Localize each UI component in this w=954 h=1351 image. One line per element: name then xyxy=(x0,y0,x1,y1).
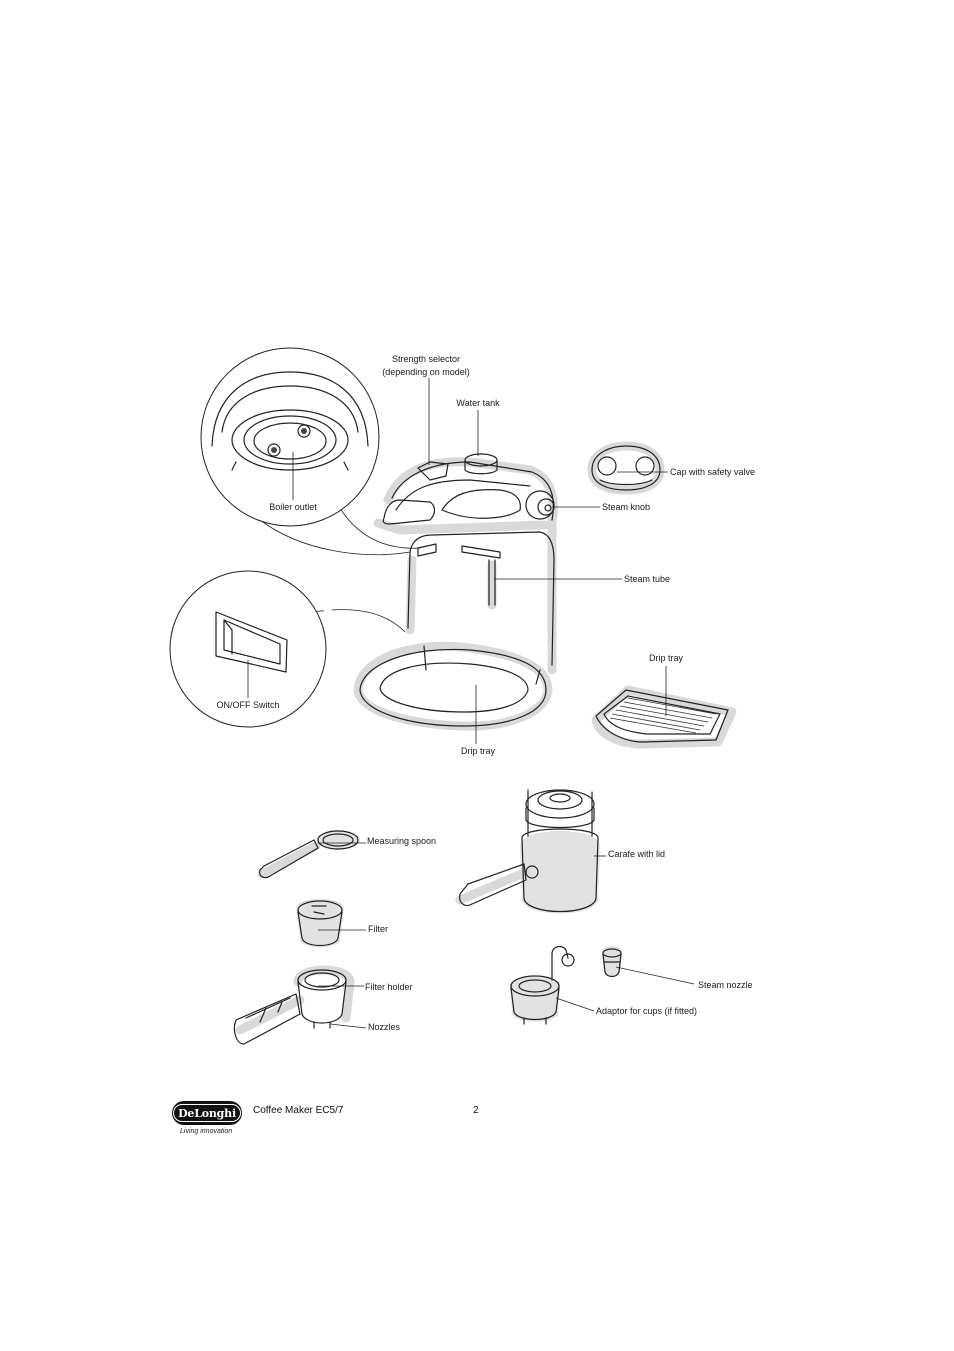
adaptor-for-cups xyxy=(510,945,575,1025)
label-strength-selector-line1: Strength selector xyxy=(392,354,460,364)
page-footer: DeLonghi Living innovation Coffee Maker … xyxy=(170,1101,790,1141)
label-adaptor-for-cups: Adaptor for cups (if fitted) xyxy=(596,1006,697,1016)
label-water-tank: Water tank xyxy=(456,398,500,408)
label-drip-tray-detail: Drip tray xyxy=(649,653,684,663)
boiler-outlet-callout xyxy=(200,347,421,556)
leader-lines xyxy=(247,378,695,1029)
label-carafe-with-lid: Carafe with lid xyxy=(608,849,665,859)
drip-tray-detail xyxy=(591,685,737,749)
label-drip-tray-main: Drip tray xyxy=(461,746,496,756)
label-filter: Filter xyxy=(368,924,388,934)
label-nozzles: Nozzles xyxy=(368,1022,401,1032)
espresso-machine xyxy=(353,453,558,731)
filter-holder xyxy=(233,965,355,1045)
label-steam-tube: Steam tube xyxy=(624,574,670,584)
logo-wordmark: DeLonghi xyxy=(173,1104,241,1122)
filter xyxy=(296,899,344,948)
carafe-with-lid xyxy=(455,789,600,914)
label-measuring-spoon: Measuring spoon xyxy=(367,836,436,846)
onoff-switch-callout xyxy=(169,570,406,728)
cap-safety-valve xyxy=(587,441,665,495)
label-boiler-outlet: Boiler outlet xyxy=(269,502,317,512)
label-steam-knob: Steam knob xyxy=(602,502,650,512)
label-strength-selector-line2: (depending on model) xyxy=(382,367,470,377)
label-onoff-switch: ON/OFF Switch xyxy=(216,700,279,710)
page-number: 2 xyxy=(473,1105,479,1116)
label-cap-safety-valve: Cap with safety valve xyxy=(670,467,755,477)
model-name: Coffee Maker EC5/7 xyxy=(253,1105,344,1116)
measuring-spoon xyxy=(257,830,360,879)
brand-tagline: Living innovation xyxy=(180,1128,233,1135)
steam-nozzle xyxy=(602,946,622,978)
delonghi-logo: DeLonghi xyxy=(172,1101,242,1125)
label-steam-nozzle: Steam nozzle xyxy=(698,980,753,990)
label-filter-holder: Filter holder xyxy=(365,982,413,992)
